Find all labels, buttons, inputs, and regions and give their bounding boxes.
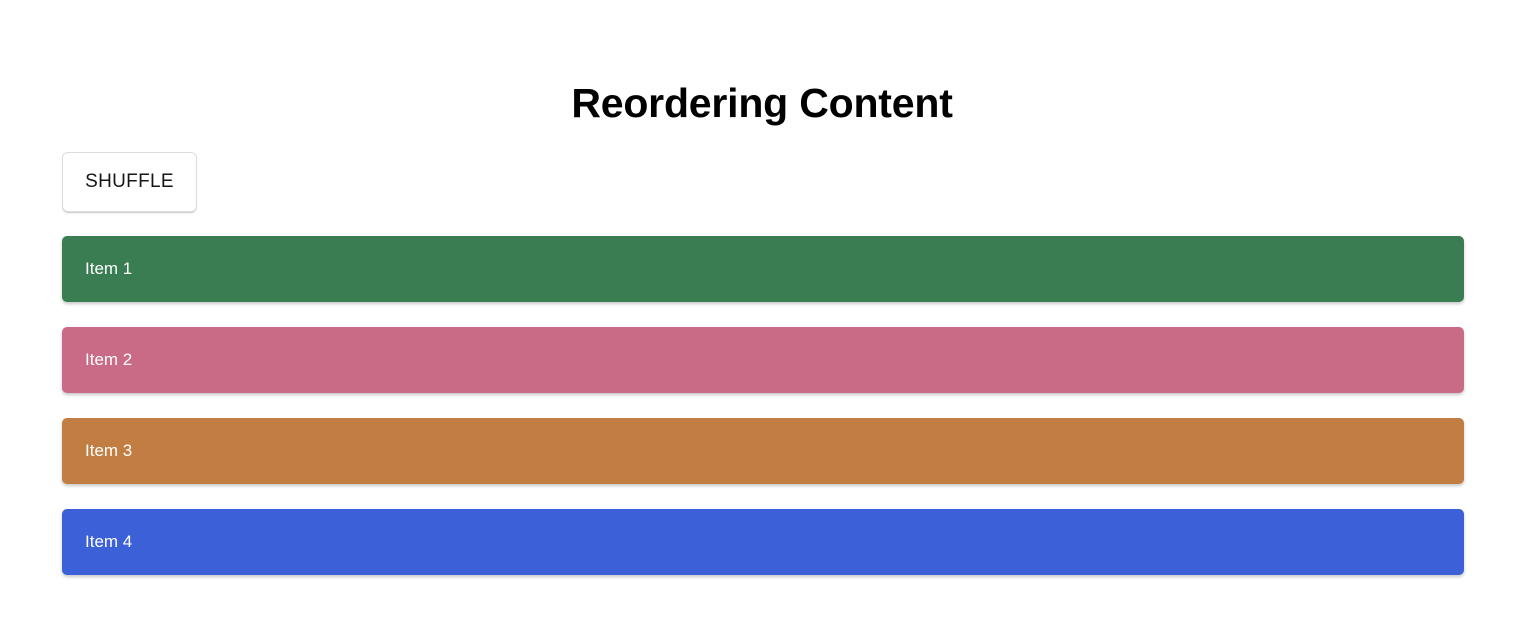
list-item[interactable]: Item 4 xyxy=(62,509,1464,575)
list-item[interactable]: Item 2 xyxy=(62,327,1464,393)
list-item-label: Item 1 xyxy=(85,259,133,278)
shuffle-button[interactable]: SHUFFLE xyxy=(62,152,197,212)
list-item-label: Item 3 xyxy=(85,441,133,460)
list-item[interactable]: Item 3 xyxy=(62,418,1464,484)
list-item-label: Item 2 xyxy=(85,350,133,369)
list-item[interactable]: Item 1 xyxy=(62,236,1464,302)
list-item-label: Item 4 xyxy=(85,532,133,551)
page-title: Reordering Content xyxy=(571,80,953,127)
reorderable-item-list: Item 1 Item 2 Item 3 Item 4 xyxy=(62,236,1464,575)
